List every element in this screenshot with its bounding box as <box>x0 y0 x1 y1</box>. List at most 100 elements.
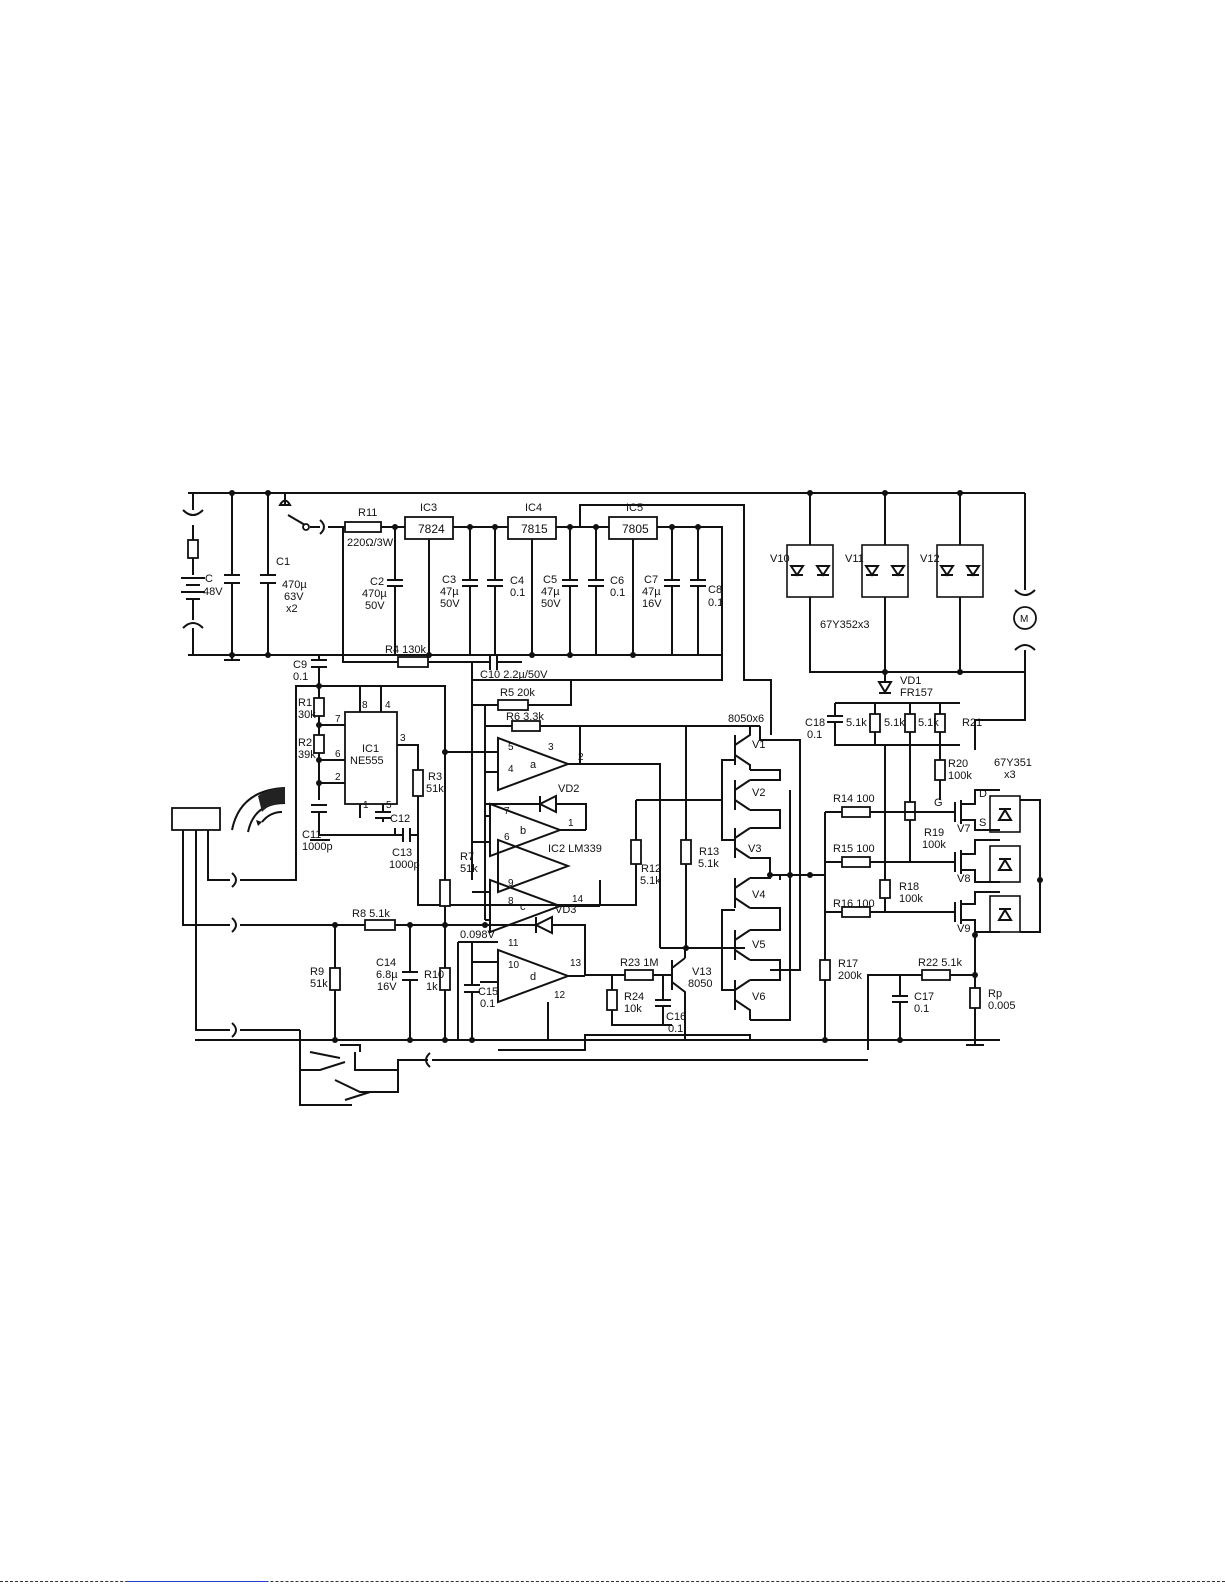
label-r9: R9 <box>310 966 324 978</box>
label-r3: R3 <box>428 771 442 783</box>
motor-block: M <box>974 493 1037 750</box>
label-c7: C7 <box>644 574 658 586</box>
label-c2: C2 <box>370 576 384 588</box>
label-c2-value: 470µ <box>362 588 387 600</box>
label-r6: R6 3.3k <box>506 711 544 723</box>
label-pin4: 4 <box>385 700 391 711</box>
driver-stage: R12 5.1k R13 5.1k 8050x6 V1 V2 V3 V4 V5 … <box>580 713 825 1021</box>
label-source: S <box>979 817 986 829</box>
label-pin-a3: 3 <box>548 742 554 753</box>
key-switch <box>278 493 345 535</box>
label-pin1: 1 <box>363 800 369 811</box>
label-c8-value: 0.1 <box>708 597 723 609</box>
feedback-network: R4 130k C10 2.2µ/50V <box>342 527 548 880</box>
label-c1-voltage: 63V <box>284 591 304 603</box>
label-c-battery: C <box>205 573 213 585</box>
label-c13: C13 <box>392 847 412 859</box>
label-pin-d12: 12 <box>554 990 566 1001</box>
label-v7: V7 <box>957 823 970 835</box>
label-r2-value: 39k <box>298 749 316 761</box>
battery-block: C 48V <box>181 493 223 655</box>
label-gate: G <box>934 797 943 809</box>
label-c11: C11 <box>302 829 321 841</box>
label-r17: R17 <box>838 958 858 970</box>
label-c16: C16 <box>666 1011 686 1023</box>
label-c4: C4 <box>510 575 524 587</box>
label-c1: C1 <box>276 556 290 568</box>
label-diode-part: 67Y352x3 <box>820 619 870 631</box>
label-v4: V4 <box>752 889 765 901</box>
label-c18-value: 0.1 <box>807 729 822 741</box>
brake-switches <box>299 1030 868 1106</box>
mosfet-stage: 67Y351 x3 R14 100 G D S V7 R15 100 V8 R1… <box>824 757 1043 960</box>
label-c14: C14 <box>376 957 396 969</box>
label-pin-c9: 9 <box>508 878 514 889</box>
label-c17: C17 <box>914 991 934 1003</box>
label-ic4: IC4 <box>525 502 542 514</box>
label-r11-value: 220Ω/3W <box>347 537 394 549</box>
label-op-c: c <box>520 901 526 913</box>
label-c5-voltage: 50V <box>541 598 561 610</box>
label-pin-a4: 4 <box>508 764 514 775</box>
label-r19-value: 100k <box>922 839 946 851</box>
label-pin2: 2 <box>335 772 341 783</box>
label-pin-c8: 8 <box>508 896 514 907</box>
label-mos-qty: x3 <box>1004 769 1016 781</box>
label-r-5k1-b: 5.1k <box>884 717 905 729</box>
label-c16-value: 0.1 <box>668 1023 683 1035</box>
label-c13-value: 1000p <box>389 859 420 871</box>
label-c-battery-voltage: 48V <box>203 586 223 598</box>
regulator-chain: R11 220Ω/3W 7824 IC3 7815 IC4 7805 IC5 <box>344 502 772 735</box>
label-v13-part: 8050 <box>688 978 712 990</box>
label-c9: C9 <box>293 659 307 671</box>
label-v1: V1 <box>752 739 765 751</box>
label-ic4-part: 7815 <box>521 522 548 536</box>
label-q-part: 8050x6 <box>728 713 764 725</box>
label-r7: R7 <box>460 851 474 863</box>
label-r10-value: 1k <box>426 981 438 993</box>
label-pin5: 5 <box>386 800 392 811</box>
label-op-d: d <box>530 971 536 983</box>
label-c14-voltage: 16V <box>377 981 397 993</box>
throttle-grip-icon <box>231 787 286 833</box>
label-v13: V13 <box>692 966 712 978</box>
label-r22: R22 5.1k <box>918 957 963 969</box>
label-r1: R1 <box>298 697 312 709</box>
label-rp-value: 0.005 <box>988 1000 1016 1012</box>
label-pin-c14: 14 <box>572 894 584 905</box>
label-c5-value: 47µ <box>541 586 560 598</box>
label-motor: M <box>1020 614 1028 625</box>
comparator-section: a b c d IC2 LM339 5 4 2 3 7 6 1 9 8 14 1… <box>442 680 661 1040</box>
label-r1-value: 30k <box>298 709 316 721</box>
label-c2-voltage: 50V <box>365 600 385 612</box>
label-v10: V10 <box>770 553 790 565</box>
label-r12-value: 5.1k <box>640 875 661 887</box>
label-c5: C5 <box>543 574 557 586</box>
label-pin-d13: 13 <box>570 958 582 969</box>
label-pin-b1: 1 <box>568 818 574 829</box>
label-r13-value: 5.1k <box>698 858 719 870</box>
label-r23: R23 1M <box>620 957 659 969</box>
label-op-a: a <box>530 759 537 771</box>
label-r3-value: 51k <box>426 783 444 795</box>
label-r17-value: 200k <box>838 970 862 982</box>
label-r2: R2 <box>298 737 312 749</box>
label-vd1-part: FR157 <box>900 687 933 699</box>
label-pin3: 3 <box>400 733 406 744</box>
label-pin-d11: 11 <box>508 938 519 949</box>
label-v8: V8 <box>957 873 970 885</box>
regulator-capacitors: C2 470µ 50V C3 47µ 50V C4 0.1 C5 47µ 50V… <box>362 524 723 658</box>
label-r24-value: 10k <box>624 1003 642 1015</box>
label-r5: R5 20k <box>500 687 535 699</box>
label-c18: C18 <box>805 717 825 729</box>
label-r19: R19 <box>924 827 944 839</box>
label-ic2: IC2 LM339 <box>548 843 602 855</box>
label-r18: R18 <box>899 881 919 893</box>
label-pin6: 6 <box>335 749 341 760</box>
label-r18-value: 100k <box>899 893 923 905</box>
label-c1-value: 470µ <box>282 579 307 591</box>
label-pin7: 7 <box>335 714 341 725</box>
label-r13: R13 <box>699 846 719 858</box>
current-sense-network: R7 51k R8 5.1k R9 51k C14 6.8µ 16V R10 1… <box>310 851 498 1043</box>
